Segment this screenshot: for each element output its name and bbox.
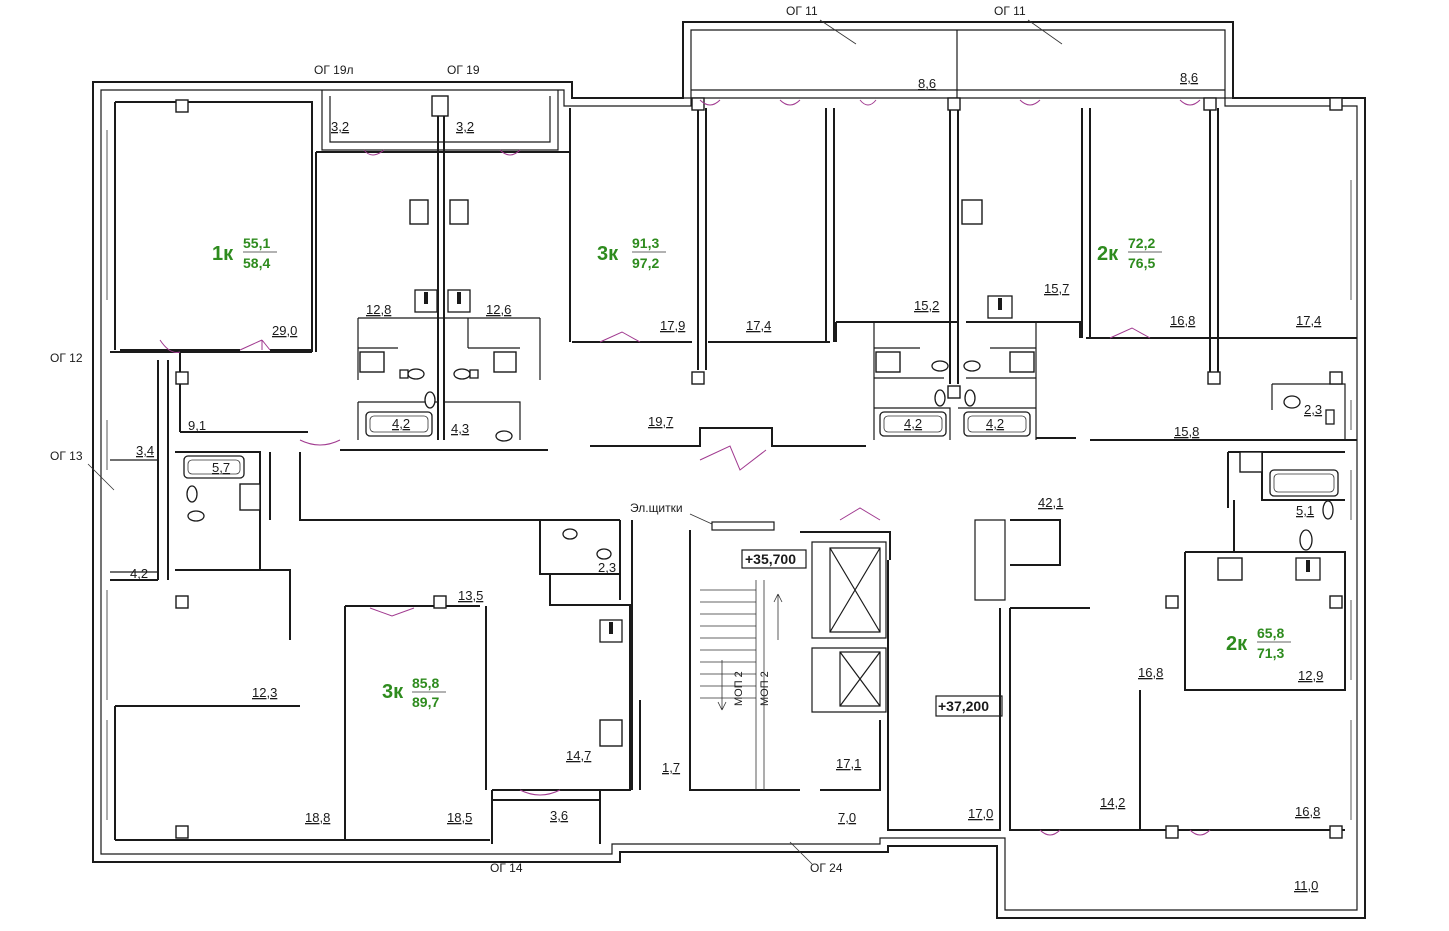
- facade-tag: ОГ 19л: [314, 63, 354, 77]
- interior-walls: [106, 96, 1357, 844]
- room-area-label: 14,2: [1100, 795, 1125, 810]
- room-area-label: 3,4: [136, 443, 154, 458]
- room-area-label: 29,0: [272, 323, 297, 338]
- facade-tag: ОГ 11: [994, 4, 1026, 18]
- room-area-label: 16,8: [1170, 313, 1195, 328]
- room-area-label: 12,3: [252, 685, 277, 700]
- room-area-label: 4,2: [130, 566, 148, 581]
- room-area-label: 15,2: [914, 298, 939, 313]
- apartment-living-area: 72,2: [1128, 235, 1155, 251]
- room-area-label: 2,3: [1304, 402, 1322, 417]
- room-area-label: 11,0: [1294, 878, 1318, 893]
- apartment-total-area: 89,7: [412, 694, 439, 710]
- apartment-total-area: 76,5: [1128, 255, 1155, 271]
- facade-tag: ОГ 11: [786, 4, 818, 18]
- room-area-label: 12,8: [366, 302, 391, 317]
- apartment-total-area: 97,2: [632, 255, 659, 271]
- room-area-label: 3,6: [550, 808, 568, 823]
- apartment-type: 2к: [1226, 633, 1248, 655]
- room-area-label: 12,9: [1298, 668, 1323, 683]
- room-area-label: 2,3: [598, 560, 616, 575]
- room-area-label: 4,2: [904, 416, 922, 431]
- facade-tag: ОГ 19: [447, 63, 480, 77]
- room-area-label: 9,1: [188, 418, 206, 433]
- floor-level-mark: +37,200: [938, 698, 989, 714]
- stair-level-mark: +35,700: [745, 551, 796, 567]
- room-area-label: 18,5: [447, 810, 472, 825]
- room-area-label: 8,6: [1180, 70, 1198, 85]
- room-area-label: 4,2: [392, 416, 410, 431]
- room-area-label: 17,4: [1296, 313, 1321, 328]
- room-area-label: 19,7: [648, 414, 673, 429]
- room-area-label: 18,8: [305, 810, 330, 825]
- apartment-type: 2к: [1097, 243, 1119, 265]
- room-area-label: 17,1: [836, 756, 861, 771]
- room-area-label: 16,8: [1295, 804, 1320, 819]
- apartment-living-area: 65,8: [1257, 625, 1284, 641]
- facade-tag: ОГ 14: [490, 861, 523, 875]
- panel-label: Эл.щитки: [630, 501, 683, 515]
- room-area-label: 4,2: [986, 416, 1004, 431]
- facade-tag: ОГ 13: [50, 449, 83, 463]
- room-area-label: 5,1: [1296, 503, 1314, 518]
- fixtures: [183, 289, 1339, 643]
- room-area-label: 14,7: [566, 748, 591, 763]
- room-area-label: 16,8: [1138, 665, 1163, 680]
- room-area-label: 3,2: [331, 119, 349, 134]
- exterior-walls: [92, 21, 1366, 919]
- room-area-label: 17,0: [968, 806, 993, 821]
- facade-tag: ОГ 24: [810, 861, 843, 875]
- doors: [159, 99, 1211, 836]
- apartment-living-area: 85,8: [412, 675, 439, 691]
- room-area-label: 7,0: [838, 810, 856, 825]
- room-area-label: 4,3: [451, 421, 469, 436]
- facade-tags: ОГ 11 ОГ 11 ОГ 19л ОГ 19 ОГ 12 ОГ 13 ОГ …: [50, 4, 1063, 875]
- apartment-total-area: 71,3: [1257, 645, 1284, 661]
- level-marks: +35,700 +37,200: [741, 549, 1003, 717]
- room-area-label: 3,2: [456, 119, 474, 134]
- room-area-label: 12,6: [486, 302, 511, 317]
- room-labels: 29,0 3,2 3,2 12,8 12,6 4,2 4,3 9,1 3,4 5…: [130, 70, 1323, 893]
- stair-label: МОП 2: [733, 671, 745, 706]
- room-area-label: 13,5: [458, 588, 483, 603]
- room-area-label: 5,7: [212, 460, 230, 475]
- apartment-labels: 1к 55,1 58,4 3к 91,3 97,2 2к 72,2 76,5 3…: [212, 235, 1291, 710]
- apartment-total-area: 58,4: [243, 255, 270, 271]
- apartment-type: 1к: [212, 243, 234, 265]
- apartment-living-area: 55,1: [243, 235, 270, 251]
- columns: [175, 95, 1343, 839]
- room-area-label: 15,7: [1044, 281, 1069, 296]
- stair-label: МОП 2: [759, 671, 771, 706]
- room-area-label: 17,9: [660, 318, 685, 333]
- room-area-label: 15,8: [1174, 424, 1199, 439]
- room-area-label: 8,6: [918, 76, 936, 91]
- room-area-label: 1,7: [662, 760, 680, 775]
- apartment-type: 3к: [382, 681, 404, 703]
- facade-tag: ОГ 12: [50, 351, 83, 365]
- room-area-label: 42,1: [1038, 495, 1063, 510]
- apartment-living-area: 91,3: [632, 235, 659, 251]
- stair-labels: МОП 2 МОП 2: [733, 671, 771, 706]
- apartment-type: 3к: [597, 243, 619, 265]
- room-area-label: 17,4: [746, 318, 771, 333]
